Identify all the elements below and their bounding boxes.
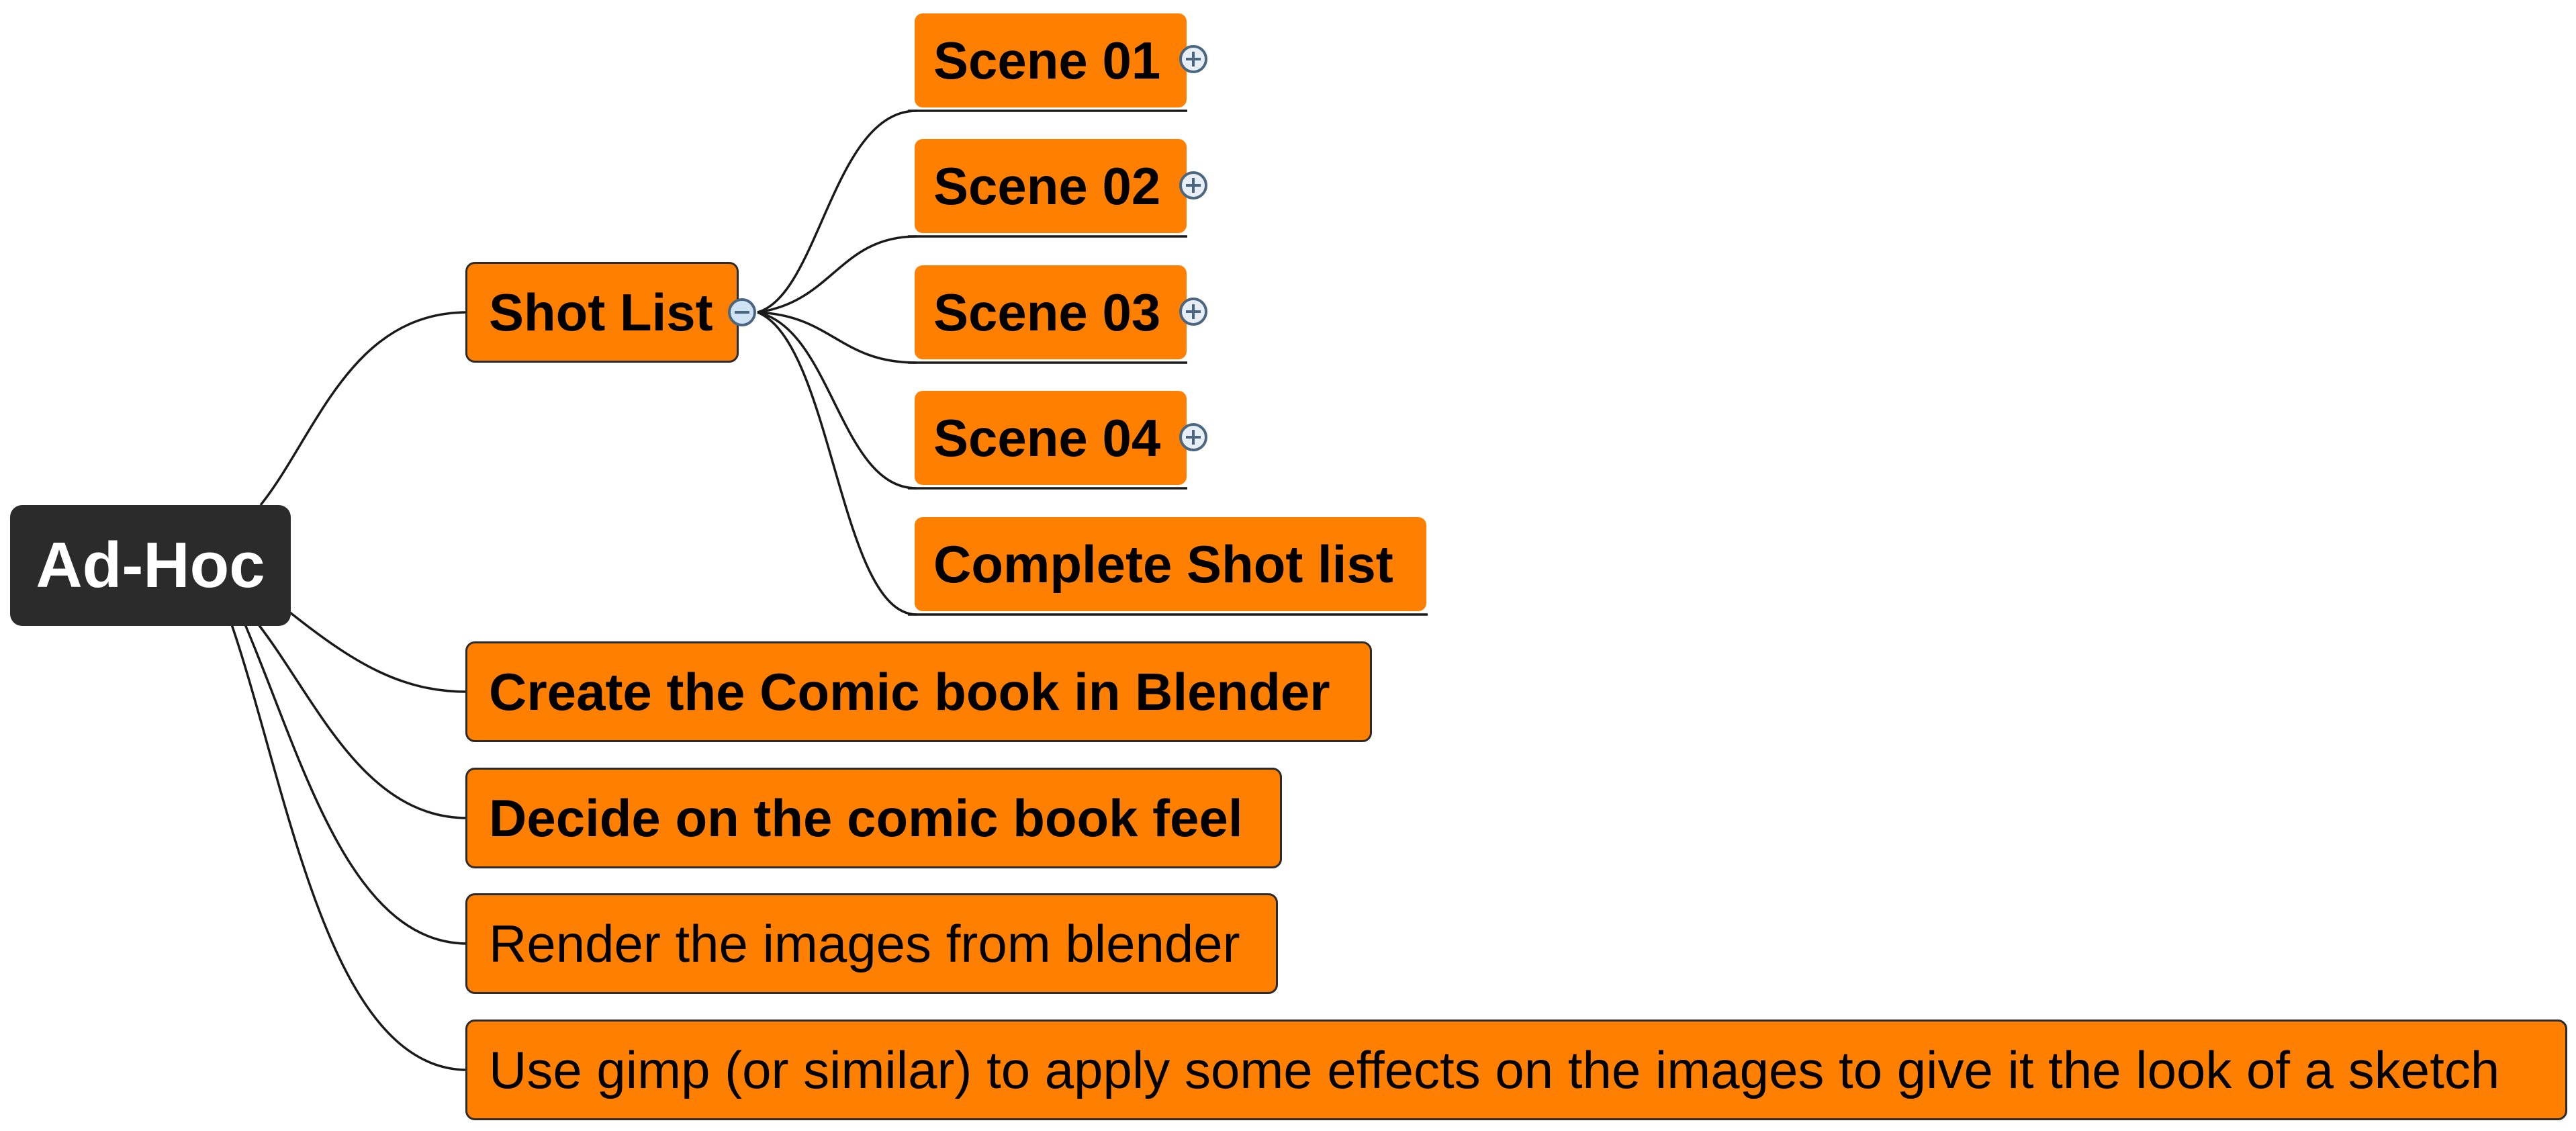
connector-root-create-comic [289, 611, 468, 693]
connector-shot-list-scene-04 [757, 311, 917, 490]
connector-root-decide-feel [257, 623, 468, 819]
connector-shot-list-scene-02 [757, 235, 917, 314]
connector-root-render-images [244, 624, 468, 945]
topic-create-comic-book[interactable]: Create the Comic book in Blender [465, 641, 1372, 742]
expand-icon[interactable] [1179, 298, 1207, 326]
connector-root-use-gimp [230, 624, 468, 1071]
subtopic-scene-04[interactable]: Scene 04 [915, 391, 1187, 485]
expand-icon[interactable] [1179, 45, 1207, 73]
topic-decide-comic-feel[interactable]: Decide on the comic book feel [465, 768, 1282, 868]
subtopic-scene-01[interactable]: Scene 01 [915, 13, 1187, 107]
expand-icon[interactable] [1179, 423, 1207, 451]
expand-icon[interactable] [1179, 171, 1207, 199]
connector-shot-list-scene-03 [757, 311, 917, 364]
collapse-icon[interactable] [728, 298, 756, 326]
topic-shot-list[interactable]: Shot List [465, 262, 739, 363]
subtopic-complete-shot-list[interactable]: Complete Shot list [915, 517, 1426, 611]
topic-render-images[interactable]: Render the images from blender [465, 893, 1278, 994]
connector-root-shot-list [259, 311, 468, 506]
subtopic-scene-03[interactable]: Scene 03 [915, 265, 1187, 359]
connector-shot-list-complete [757, 311, 917, 616]
root-node[interactable]: Ad-Hoc [10, 505, 291, 626]
subtopic-scene-02[interactable]: Scene 02 [915, 139, 1187, 233]
connector-shot-list-scene-01 [757, 109, 917, 314]
topic-use-gimp[interactable]: Use gimp (or similar) to apply some effe… [465, 1020, 2567, 1120]
